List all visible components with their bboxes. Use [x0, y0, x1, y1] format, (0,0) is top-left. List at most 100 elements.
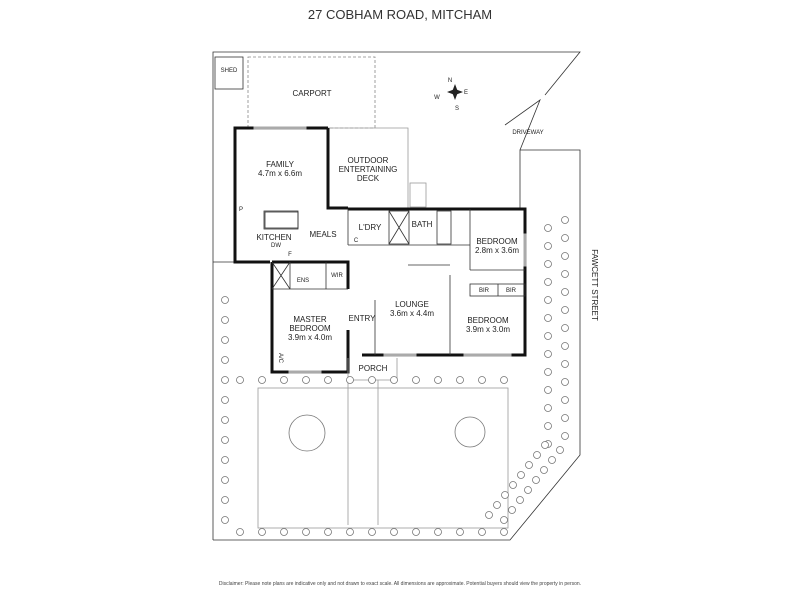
shrub — [221, 356, 229, 364]
bedroom2-size: 2.8m x 3.6m — [475, 246, 519, 255]
shrub — [516, 496, 524, 504]
shrub — [493, 501, 501, 509]
shrub — [561, 270, 569, 278]
master-label-1: MASTER — [293, 315, 327, 324]
shrub — [561, 216, 569, 224]
shrub — [508, 506, 516, 514]
shrub — [544, 242, 552, 250]
shrub — [561, 306, 569, 314]
shrub — [390, 376, 398, 384]
deck-label-2: ENTERTAINING — [339, 165, 398, 174]
family-label: FAMILY — [266, 160, 295, 169]
shrub — [302, 376, 310, 384]
master-size: 3.9m x 4.0m — [288, 333, 332, 342]
deck-label-1: OUTDOOR — [348, 156, 389, 165]
shrub — [501, 491, 509, 499]
shrub — [561, 252, 569, 260]
shrub — [221, 416, 229, 424]
shrub — [544, 314, 552, 322]
shrub — [258, 528, 266, 536]
meals-label: MEALS — [309, 230, 336, 239]
shrub — [368, 376, 376, 384]
ensuite-label: ENS — [297, 278, 309, 284]
svg-text:S: S — [455, 106, 459, 112]
shrub — [532, 476, 540, 484]
shrub — [544, 404, 552, 412]
carport-label: CARPORT — [293, 89, 332, 98]
tree-canopy — [454, 416, 486, 448]
shrub — [324, 376, 332, 384]
shrub — [544, 386, 552, 394]
shrub — [221, 396, 229, 404]
street-label: FAWCETT STREET — [590, 249, 599, 321]
shrub — [544, 350, 552, 358]
plan-title: 27 COBHAM ROAD, MITCHAM — [308, 7, 492, 22]
shrub — [500, 376, 508, 384]
shrub — [533, 451, 541, 459]
shrub — [456, 376, 464, 384]
shrub — [541, 441, 549, 449]
fridge-label: F — [288, 252, 292, 258]
shrub — [324, 528, 332, 536]
shrub — [561, 324, 569, 332]
shrub — [561, 342, 569, 350]
shrub — [368, 528, 376, 536]
shrub — [412, 376, 420, 384]
kitchen-island — [264, 211, 299, 229]
porch-label: PORCH — [359, 364, 388, 373]
shrub — [221, 516, 229, 524]
shrub — [544, 422, 552, 430]
shrub — [221, 476, 229, 484]
family-size: 4.7m x 6.6m — [258, 169, 302, 178]
shrub — [544, 368, 552, 376]
disclaimer: Disclaimer: Please note plans are indica… — [219, 581, 581, 587]
property-boundary — [212, 51, 581, 541]
shrub — [221, 456, 229, 464]
shrub — [346, 376, 354, 384]
shrub — [509, 481, 517, 489]
lounge-size: 3.6m x 4.4m — [390, 309, 434, 318]
cupboard-label: C — [354, 238, 359, 244]
bir2-label: BIR — [506, 288, 517, 294]
kitchen-label: KITCHEN — [256, 233, 291, 242]
shrub — [517, 471, 525, 479]
shrub — [221, 496, 229, 504]
entry-label: ENTRY — [349, 314, 377, 323]
bedroom2-label: BEDROOM — [476, 237, 518, 246]
shrub — [434, 528, 442, 536]
shrub — [221, 296, 229, 304]
shrub — [221, 436, 229, 444]
shrub — [390, 528, 398, 536]
svg-text:N: N — [448, 78, 452, 84]
svg-text:W: W — [434, 95, 440, 101]
bedroom3-label: BEDROOM — [467, 316, 509, 325]
shrub — [544, 278, 552, 286]
shrub — [280, 376, 288, 384]
shrub — [412, 528, 420, 536]
laundry-label: L'DRY — [359, 223, 382, 232]
shrub — [556, 446, 564, 454]
shrub — [500, 528, 508, 536]
shrub — [561, 414, 569, 422]
wir-label: WIR — [331, 273, 343, 279]
shrub — [544, 332, 552, 340]
shrub — [236, 528, 244, 536]
shrub — [544, 224, 552, 232]
compass-icon: N S E W — [434, 78, 468, 112]
house-walls — [233, 126, 527, 374]
shrub — [302, 528, 310, 536]
bath-label: BATH — [412, 220, 433, 229]
shrub — [221, 376, 229, 384]
pantry-label: P — [239, 207, 243, 213]
bir1-label: BIR — [479, 288, 490, 294]
tree-canopy — [288, 414, 326, 452]
shrub — [548, 456, 556, 464]
garden-trees — [221, 216, 569, 536]
shrub — [561, 360, 569, 368]
shrub — [524, 486, 532, 494]
shrub — [236, 376, 244, 384]
shrub — [221, 316, 229, 324]
ac-label: A/C — [277, 353, 283, 364]
shrub — [525, 461, 533, 469]
shrub — [434, 376, 442, 384]
